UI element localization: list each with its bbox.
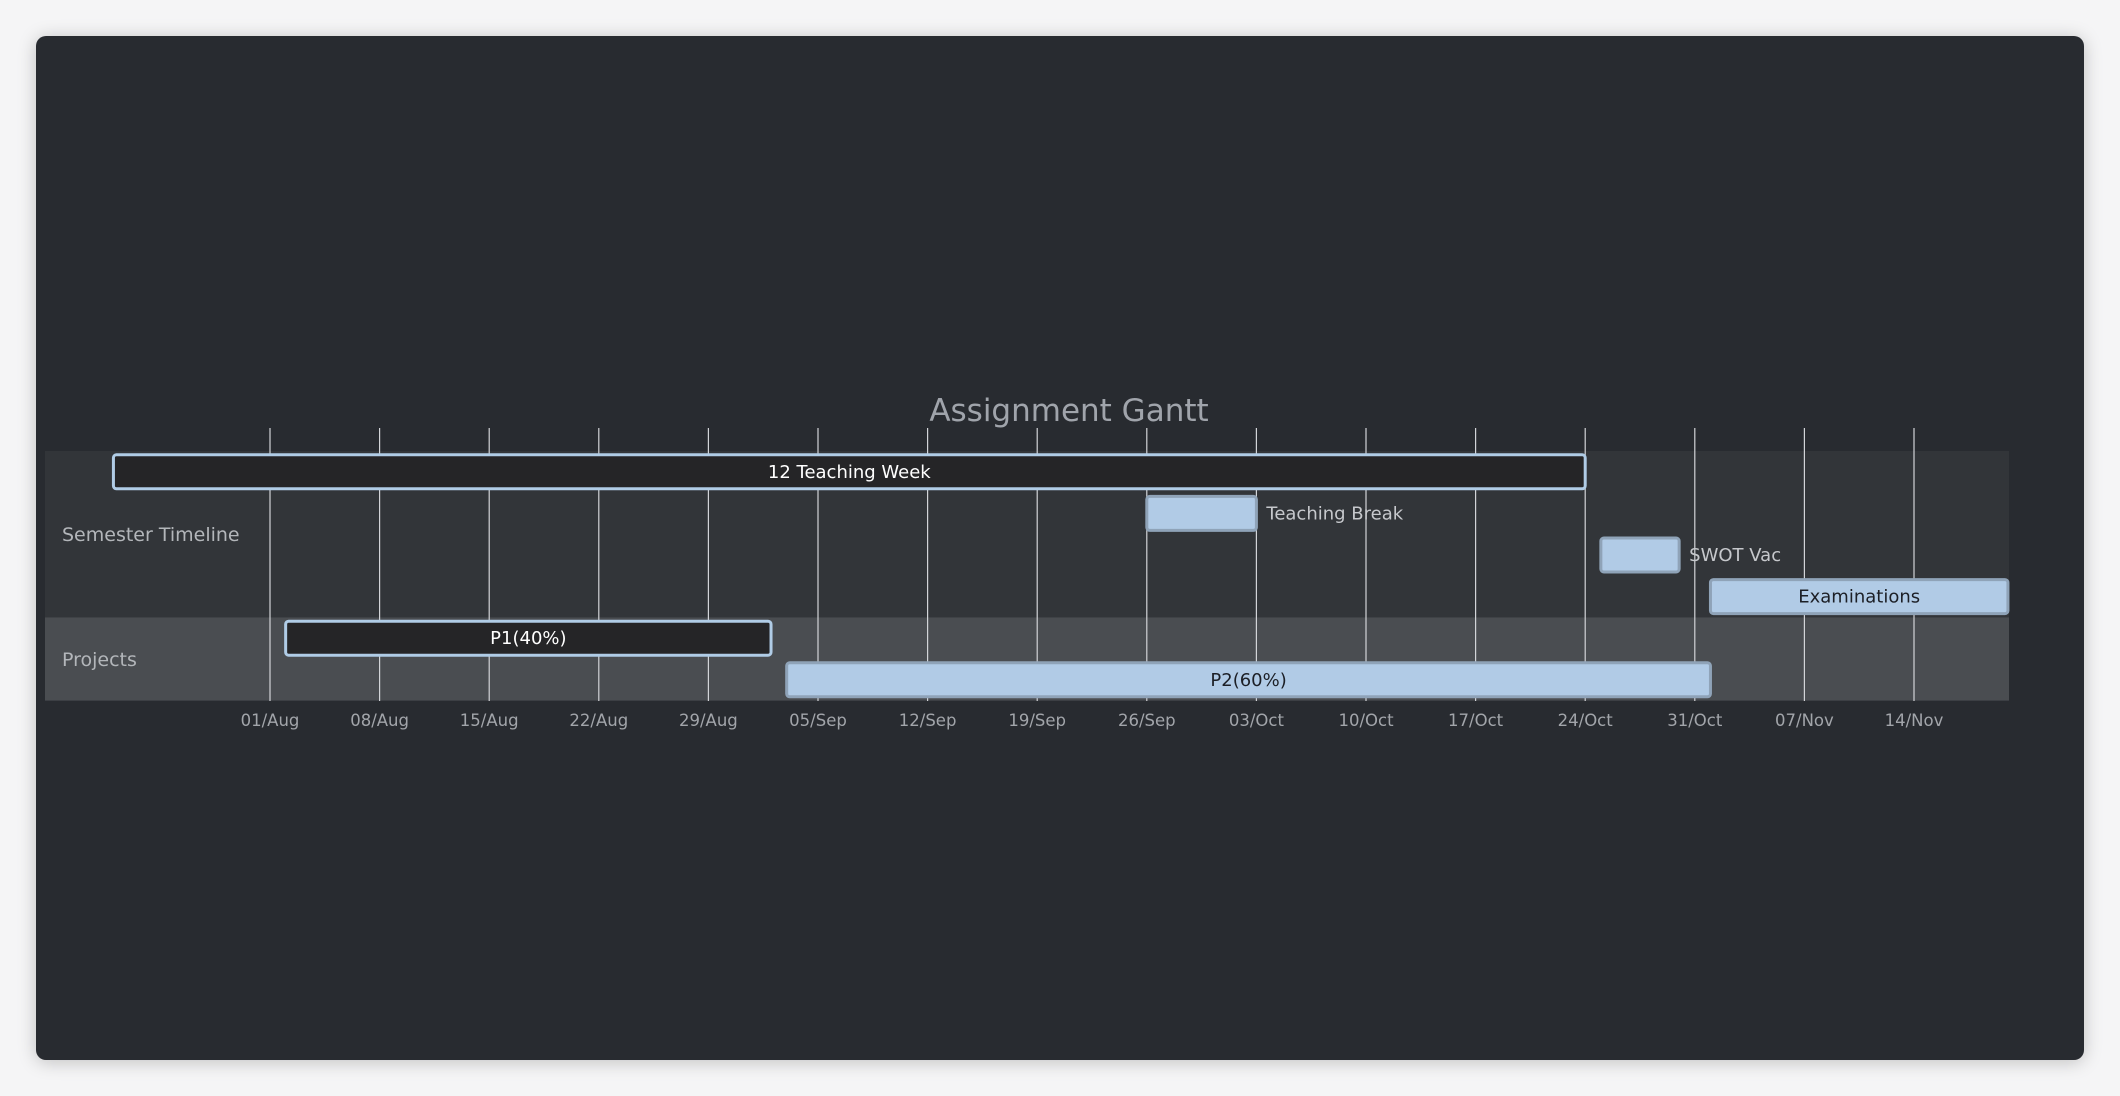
task-teaching-break: Teaching Break <box>1145 494 1404 532</box>
task-bar-p2-60 <box>785 661 1712 699</box>
task-bar-p1-40 <box>284 619 773 657</box>
section-label-semester-timeline: Semester Timeline <box>62 524 240 546</box>
task-swot-vac: SWOT Vac <box>1599 536 1781 574</box>
tick-label-08-aug: 08/Aug <box>350 711 409 730</box>
tick-label-01-aug: 01/Aug <box>241 711 300 730</box>
tick-label-05-sep: 05/Sep <box>789 711 847 730</box>
tick-label-10-oct: 10/Oct <box>1338 711 1394 730</box>
tick-label-26-sep: 26/Sep <box>1118 711 1176 730</box>
task-bar-swot-vac <box>1599 536 1681 574</box>
task-label-p1-40: P1(40%) <box>490 628 566 649</box>
tick-label-15-aug: 15/Aug <box>460 711 519 730</box>
axis-tick-labels: 01/Aug 08/Aug 15/Aug 22/Aug 29/Aug 05/Sep 12/S… <box>241 711 1944 730</box>
tick-label-12-sep: 12/Sep <box>899 711 957 730</box>
tick-label-03-oct: 03/Oct <box>1229 711 1285 730</box>
task-bar-12-teaching-week <box>111 453 1587 491</box>
task-label-12-teaching-week: 12 Teaching Week <box>768 462 931 483</box>
tick-label-19-sep: 19/Sep <box>1008 711 1066 730</box>
chart-title: Assignment Gantt <box>929 393 1208 429</box>
task-p1-40: P1(40%) <box>284 619 773 657</box>
task-label-swot-vac: SWOT Vac <box>1689 545 1781 566</box>
gantt-chart: Assignment Gantt Semester TimelineProjec… <box>45 393 2010 730</box>
task-bar-teaching-break <box>1145 494 1258 532</box>
tick-label-24-oct: 24/Oct <box>1558 711 1614 730</box>
tick-label-14-nov: 14/Nov <box>1885 711 1944 730</box>
task-12-teaching-week: 12 Teaching Week <box>111 453 1587 491</box>
task-examinations: Examinations <box>1708 578 2010 616</box>
tick-label-17-oct: 17/Oct <box>1448 711 1504 730</box>
task-p2-60: P2(60%) <box>785 661 1712 699</box>
tick-label-07-nov: 07/Nov <box>1775 711 1834 730</box>
task-bar-examinations <box>1708 578 2010 616</box>
tick-label-29-aug: 29/Aug <box>679 711 738 730</box>
task-label-teaching-break: Teaching Break <box>1265 503 1403 524</box>
task-label-p2-60: P2(60%) <box>1210 670 1286 691</box>
tick-label-22-aug: 22/Aug <box>569 711 628 730</box>
tick-label-31-oct: 31/Oct <box>1667 711 1723 730</box>
section-label-projects: Projects <box>62 649 137 671</box>
task-label-examinations: Examinations <box>1798 587 1920 608</box>
